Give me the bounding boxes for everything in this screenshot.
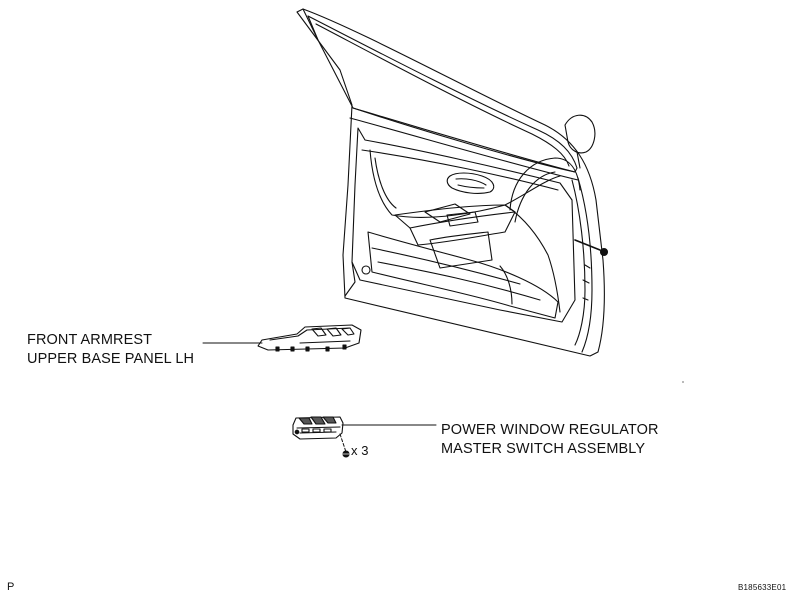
screw-quantity-label: x 3 — [351, 443, 369, 458]
front-door-illustration — [296, 8, 684, 383]
screw-dashed-guide — [339, 433, 347, 453]
door-outer-frame — [296, 8, 605, 357]
door-check-rod — [574, 239, 601, 251]
master-switch-callout: POWER WINDOW REGULATOR MASTER SWITCH ASS… — [441, 421, 659, 459]
door-pocket — [367, 231, 559, 319]
door-trim-panel — [351, 127, 576, 323]
armrest-panel-callout-line1: FRONT ARMREST — [27, 332, 153, 348]
figure-code: B185633E01 — [738, 583, 787, 592]
page-letter: P — [7, 581, 15, 593]
side-mirror — [564, 114, 596, 154]
belt-line — [352, 107, 576, 173]
master-switch-assembly — [292, 416, 344, 440]
screw-icon — [342, 450, 350, 458]
armrest-upper-base-panel — [257, 324, 362, 352]
window-opening — [307, 15, 578, 173]
master-switch-callout-line2: MASTER SWITCH ASSEMBLY — [441, 441, 646, 457]
armrest-panel-callout: FRONT ARMREST UPPER BASE PANEL LH — [27, 331, 194, 369]
armrest-panel-callout-line2: UPPER BASE PANEL LH — [27, 351, 195, 367]
inside-door-handle — [446, 172, 495, 194]
master-switch-callout-line1: POWER WINDOW REGULATOR — [441, 422, 659, 438]
